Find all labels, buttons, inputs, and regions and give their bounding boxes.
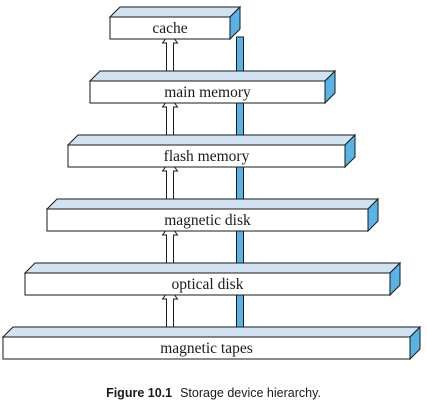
level-label: magnetic disk (164, 212, 251, 229)
box-top-face (1, 326, 422, 338)
box-top-face (108, 6, 242, 18)
box-front-face (67, 144, 346, 168)
box-top-face (66, 134, 357, 146)
box-top-face (23, 262, 402, 274)
level-flash-memory: flash memory (66, 133, 357, 169)
box-front-face (89, 80, 326, 104)
level-label: optical disk (172, 276, 244, 293)
level-label: magnetic tapes (160, 340, 253, 357)
level-optical-disk: optical disk (23, 261, 402, 297)
level-cache: cache (108, 5, 242, 41)
box-front-face (46, 208, 369, 232)
box-top-face (88, 70, 337, 82)
level-label: flash memory (164, 148, 250, 165)
box-top-face (45, 198, 380, 210)
box-front-face (109, 16, 231, 40)
figure-number: Figure 10.1 (106, 386, 173, 400)
level-label: cache (152, 20, 187, 37)
level-main-memory: main memory (88, 69, 337, 105)
level-magnetic-disk: magnetic disk (45, 197, 380, 233)
box-front-face (24, 272, 391, 296)
box-front-face (2, 336, 411, 360)
figure-caption: Figure 10.1 Storage device hierarchy. (0, 386, 427, 400)
caption-text: Storage device hierarchy. (180, 386, 321, 400)
level-label: main memory (164, 84, 251, 101)
boxes-layer: cache main memory flash memory magnetic dis… (1, 5, 422, 361)
level-magnetic-tapes: magnetic tapes (1, 325, 422, 361)
